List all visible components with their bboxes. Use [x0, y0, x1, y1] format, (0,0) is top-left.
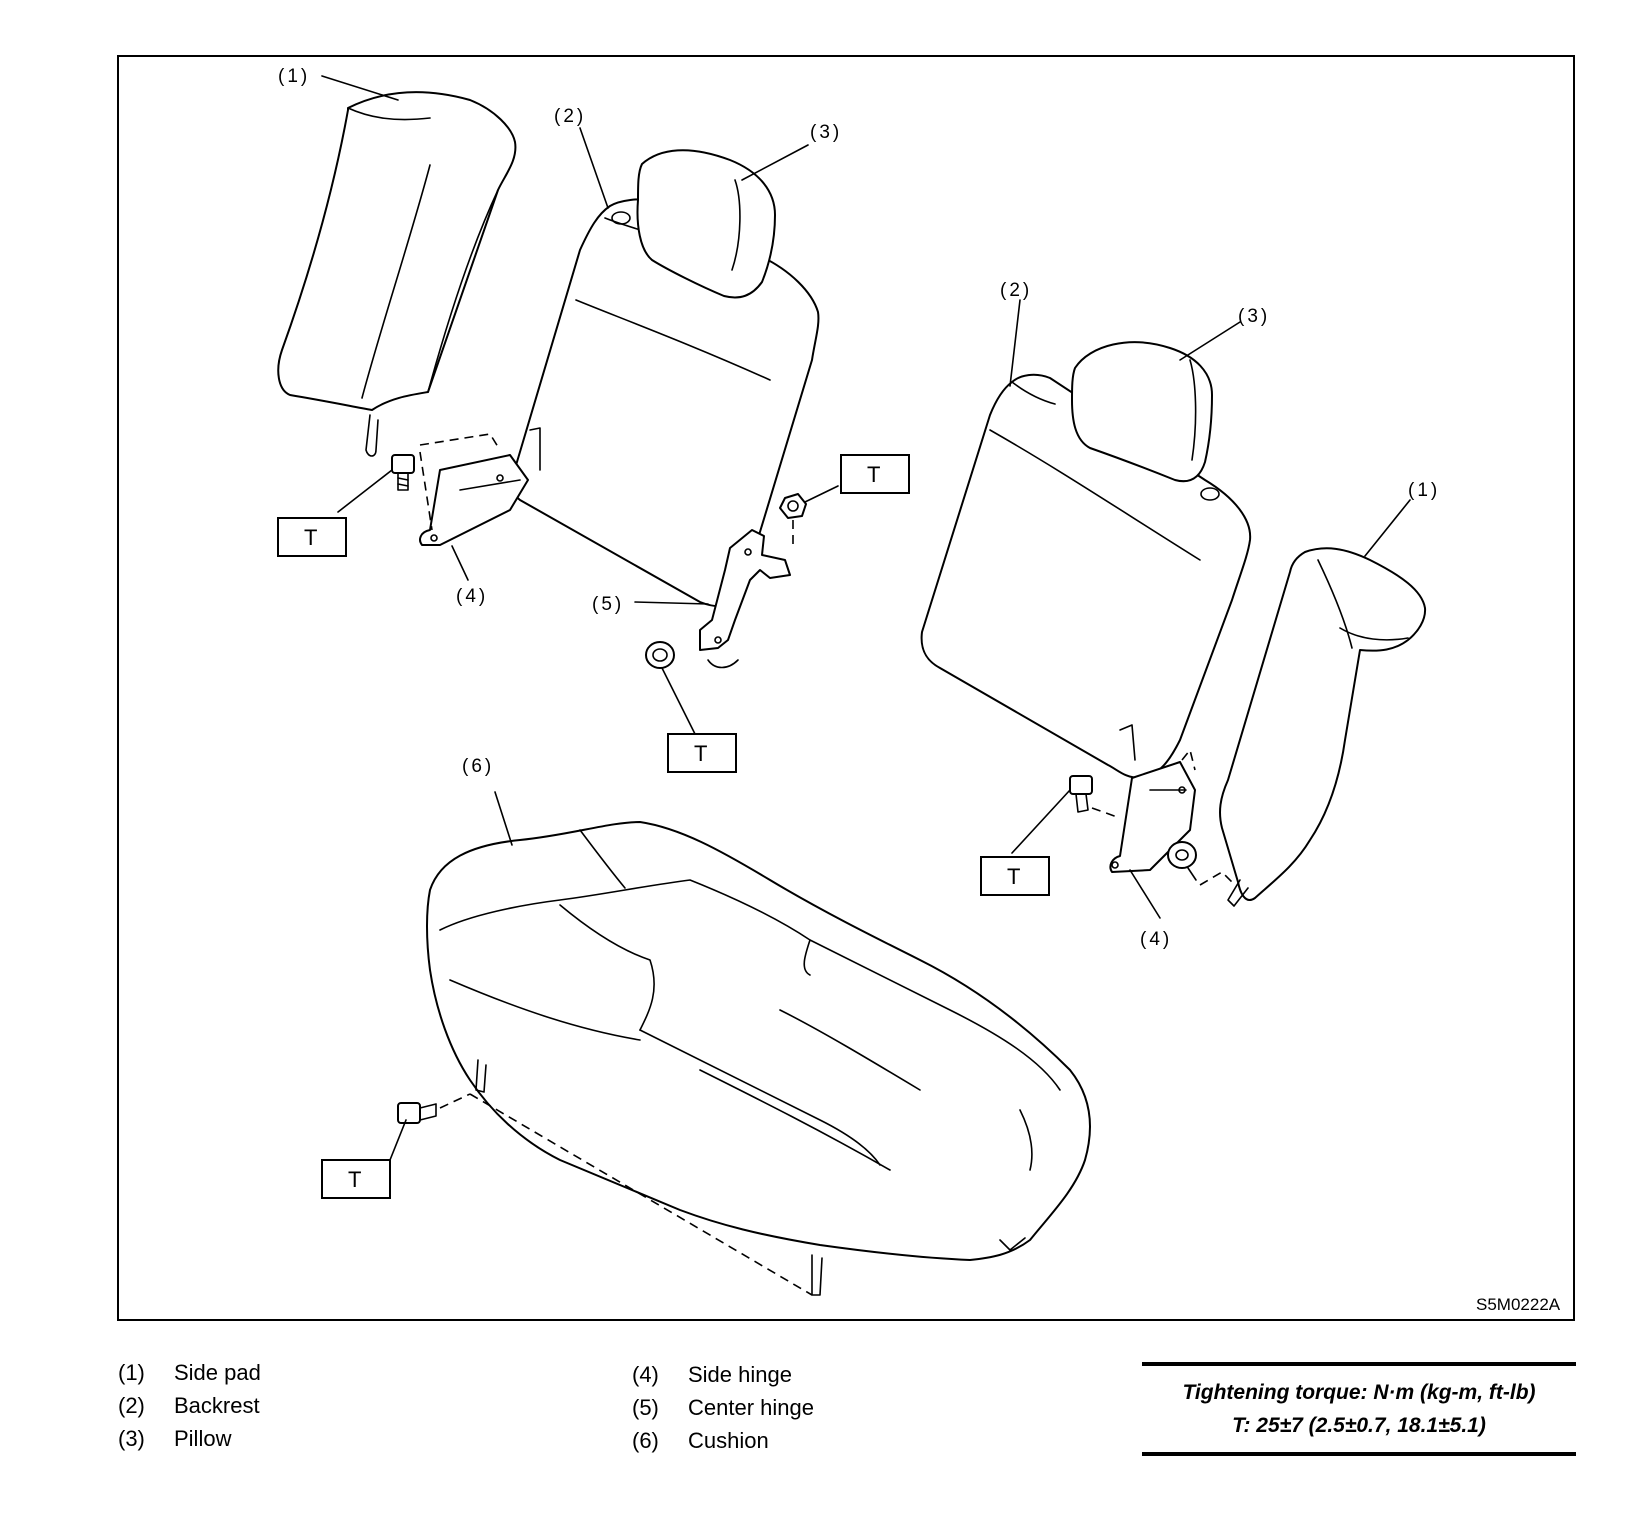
- torque-heading: Tightening torque: N·m (kg-m, ft-lb): [1182, 1381, 1536, 1404]
- legend-num: (6): [632, 1428, 659, 1453]
- callout-6: (6): [462, 756, 494, 777]
- legend-num: (1): [118, 1360, 145, 1385]
- legend-item: (4) Side hinge: [632, 1358, 814, 1391]
- callout-4-right: (4): [1140, 929, 1172, 950]
- legend-num: (3): [118, 1426, 145, 1451]
- legend-label: Center hinge: [688, 1395, 814, 1420]
- torque-box-1: T: [277, 517, 347, 557]
- legend-label: Pillow: [174, 1426, 232, 1451]
- svg-text:T: T: [348, 1167, 361, 1192]
- callout-3-left: (3): [810, 122, 842, 143]
- legend-item: (2) Backrest: [118, 1389, 261, 1422]
- legend-item: (5) Center hinge: [632, 1391, 814, 1424]
- callout-1-left: (1): [278, 66, 310, 87]
- legend-item: (1) Side pad: [118, 1356, 261, 1389]
- legend-num: (4): [632, 1362, 659, 1387]
- legend-label: Side pad: [174, 1360, 261, 1385]
- leader-lines: [321, 75, 1411, 1161]
- svg-text:T: T: [867, 462, 880, 487]
- pillow-right: [1071, 341, 1213, 483]
- callout-3-right: (3): [1238, 306, 1270, 327]
- side-hinge-left: [419, 433, 529, 546]
- nut-right-pad: [1167, 841, 1233, 886]
- legend-label: Cushion: [688, 1428, 769, 1453]
- legend-item: (6) Cushion: [632, 1424, 814, 1457]
- pillow-left: [636, 149, 776, 299]
- figure-code: S5M0222A: [1476, 1295, 1561, 1314]
- torque-value: T: 25±7 (2.5±0.7, 18.1±5.1): [1232, 1414, 1486, 1437]
- torque-box-3: T: [667, 733, 737, 773]
- nut-center-upper: [779, 493, 807, 548]
- legend-item: (3) Pillow: [118, 1422, 261, 1455]
- bolt-right-hinge: [1069, 775, 1121, 819]
- callout-4-left: (4): [456, 586, 488, 607]
- callout-1-right: (1): [1408, 480, 1440, 501]
- torque-box-5: T: [321, 1159, 391, 1199]
- torque-box-2: T: [840, 454, 910, 494]
- torque-box-4: T: [980, 856, 1050, 896]
- legend-label: Side hinge: [688, 1362, 792, 1387]
- legend-left: (1) Side pad (2) Backrest (3) Pillow: [118, 1356, 261, 1455]
- bolt-left-hinge: [391, 454, 415, 491]
- cushion: [426, 821, 1091, 1296]
- legend-right: (4) Side hinge (5) Center hinge (6) Cushion: [632, 1358, 814, 1457]
- svg-text:T: T: [304, 525, 317, 550]
- legend-label: Backrest: [174, 1393, 260, 1418]
- side-pad-left: [277, 91, 517, 457]
- svg-text:T: T: [1007, 864, 1020, 889]
- bolt-cushion: [397, 1093, 813, 1296]
- legend-num: (5): [632, 1395, 659, 1420]
- svg-text:T: T: [694, 741, 707, 766]
- center-hinge: [699, 529, 791, 669]
- callout-2-right: (2): [1000, 280, 1032, 301]
- diagram-frame: [117, 55, 1575, 1321]
- callout-2-left: (2): [554, 106, 586, 127]
- legend-num: (2): [118, 1393, 145, 1418]
- callout-5: (5): [592, 594, 624, 615]
- side-pad-right: [1219, 547, 1427, 907]
- torque-spec: Tightening torque: N·m (kg-m, ft-lb) T: …: [1142, 1362, 1576, 1456]
- nut-center-lower: [645, 641, 675, 669]
